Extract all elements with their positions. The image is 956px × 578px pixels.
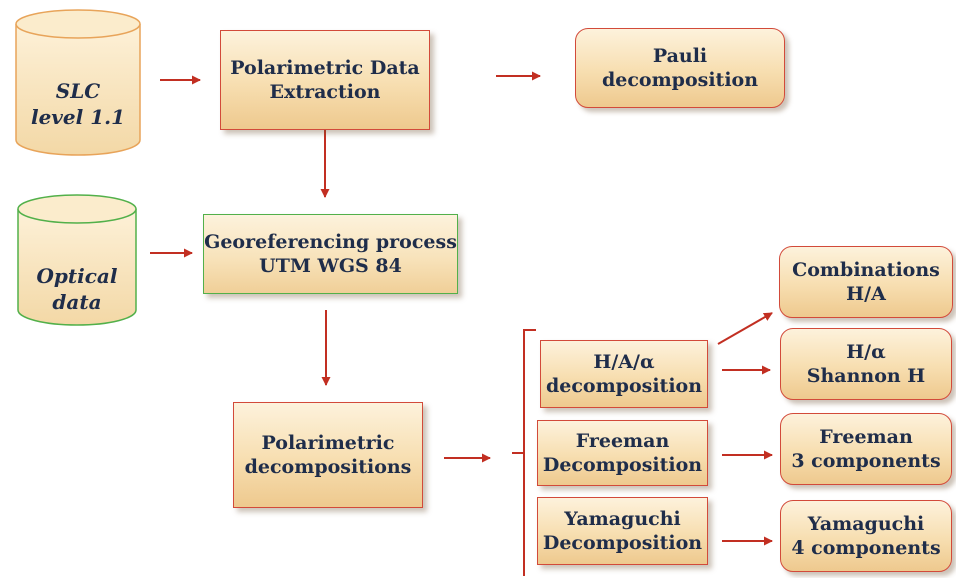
pauli-text: Pauli decomposition <box>601 45 759 91</box>
georef-text: Georeferencing process UTM WGS 84 <box>204 231 457 277</box>
optical-cylinder-shape <box>17 194 137 326</box>
slc-label: SLC level 1.1 <box>14 52 142 130</box>
polar-decomp-box: Polarimetric decompositions <box>233 402 423 508</box>
optical-label: Optical data <box>16 237 138 315</box>
ha-alpha-box: H/A/α decomposition <box>540 340 708 408</box>
freeman-3comp-box: Freeman 3 components <box>780 413 952 485</box>
ha-alpha-text: H/A/α decomposition <box>545 351 703 397</box>
shannon-box: H/α Shannon H <box>780 328 952 400</box>
pauli-box: Pauli decomposition <box>575 28 785 108</box>
slc-cylinder-shape <box>15 9 141 156</box>
yamaguchi-4comp-box: Yamaguchi 4 components <box>780 500 952 572</box>
optical-database: Optical data <box>16 193 138 328</box>
yamaguchi-box: Yamaguchi Decomposition <box>537 497 708 565</box>
optical-text: Optical data <box>36 264 118 314</box>
polar-decomp-text: Polarimetric decompositions <box>244 432 412 478</box>
freeman-3comp-text: Freeman 3 components <box>791 426 941 472</box>
yamaguchi-4comp-text: Yamaguchi 4 components <box>791 513 941 559</box>
bracket <box>512 329 536 576</box>
freeman-box: Freeman Decomposition <box>537 420 708 486</box>
shannon-text: H/α Shannon H <box>806 341 926 387</box>
yamaguchi-text: Yamaguchi Decomposition <box>542 508 703 554</box>
freeman-text: Freeman Decomposition <box>542 430 703 476</box>
combinations-box: Combinations H/A <box>779 246 953 318</box>
extraction-box: Polarimetric Data Extraction <box>220 30 430 130</box>
arrow-ha-to-combinations <box>717 312 773 345</box>
slc-database: SLC level 1.1 <box>14 8 142 158</box>
extraction-text: Polarimetric Data Extraction <box>230 57 420 103</box>
slc-text: SLC level 1.1 <box>30 79 126 129</box>
combinations-text: Combinations H/A <box>792 259 940 305</box>
georef-box: Georeferencing process UTM WGS 84 <box>203 214 458 294</box>
